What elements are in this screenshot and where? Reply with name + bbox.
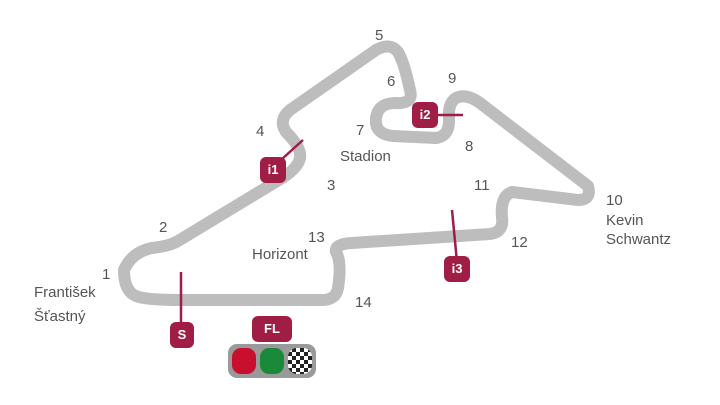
i3-marker-line [450,209,459,263]
corner-1-name-line1: František [34,284,96,301]
corner-4-label: 4 [256,123,265,140]
corner-10-label: 10 [606,192,623,209]
corner-2-label: 2 [159,219,168,236]
corner-1-label: 1 [102,266,111,283]
red-light-icon [232,348,256,374]
corner-13-name: Horizont [252,246,308,263]
corner-7-label: 7 [356,122,365,139]
start-lights-panel [228,344,316,378]
corner-6-label: 6 [387,73,396,90]
corner-1-name-line2: Šťastný [34,308,86,325]
corner-5-label: 5 [375,27,384,44]
intermediate-2-marker: i2 [412,102,438,128]
intermediate-1-marker: i1 [260,157,286,183]
green-light-icon [260,348,284,374]
intermediate-3-marker: i3 [444,256,470,282]
corner-14-label: 14 [355,294,372,311]
checkered-flag-icon [288,348,312,374]
corner-7-name: Stadion [340,148,391,165]
corner-3-label: 3 [327,177,336,194]
corner-9-label: 9 [448,70,457,87]
corner-8-label: 8 [465,138,474,155]
corner-10-name-line1: Kevin [606,212,644,229]
track-path [118,40,595,306]
start-marker: S [170,322,194,348]
corner-11-label: 11 [474,177,490,194]
corner-12-label: 12 [511,234,528,251]
finish-line-marker: FL [252,316,292,342]
corner-13-label: 13 [308,229,325,246]
corner-10-name-line2: Schwantz [606,231,672,248]
